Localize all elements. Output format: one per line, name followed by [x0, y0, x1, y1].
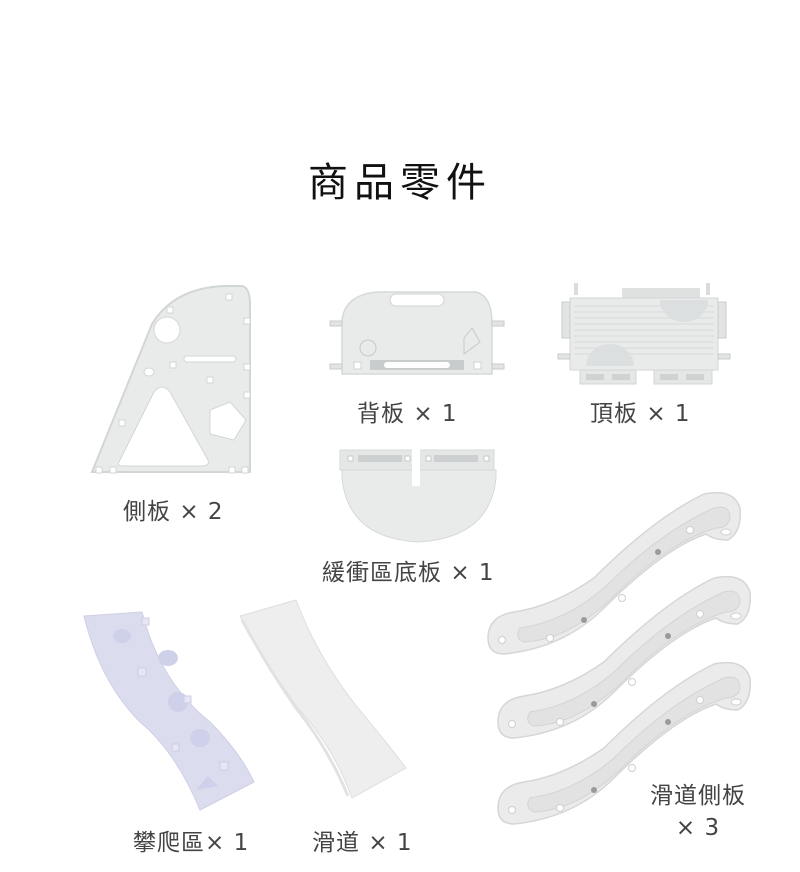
part-quantity: × 2	[179, 499, 224, 525]
top-panel-image	[556, 278, 732, 388]
part-quantity: × 3	[675, 815, 721, 841]
slide-side-panels-image	[484, 488, 754, 828]
buffer-base-panel-label: 緩衝區底板 × 1	[322, 553, 495, 587]
slide-side-panel-label: 滑道側板 × 3	[642, 780, 754, 844]
back-panel-image	[326, 284, 506, 384]
slide-image	[238, 598, 413, 799]
part-name: 側板	[123, 499, 171, 525]
part-quantity: × 1	[413, 401, 458, 427]
climbing-zone-image	[80, 611, 260, 812]
part-quantity: × 1	[205, 830, 250, 856]
slide-label: 滑道 × 1	[312, 823, 413, 857]
buffer-base-panel-image	[334, 448, 504, 544]
part-name: 攀爬區	[133, 830, 205, 856]
back-panel-label: 背板 × 1	[357, 394, 458, 428]
page-title: 商品零件	[308, 160, 492, 206]
climbing-zone-label: 攀爬區× 1	[133, 823, 249, 857]
part-quantity: × 1	[646, 401, 691, 427]
part-name: 背板	[357, 401, 405, 427]
side-panel-image	[84, 284, 252, 482]
part-name: 滑道側板	[650, 783, 746, 809]
top-panel-label: 頂板 × 1	[590, 394, 691, 428]
side-panel-label: 側板 × 2	[123, 492, 224, 526]
part-name: 緩衝區底板	[322, 560, 442, 586]
part-name: 頂板	[590, 401, 638, 427]
part-quantity: × 1	[450, 560, 495, 586]
part-name: 滑道	[312, 830, 360, 856]
part-quantity: × 1	[368, 830, 413, 856]
